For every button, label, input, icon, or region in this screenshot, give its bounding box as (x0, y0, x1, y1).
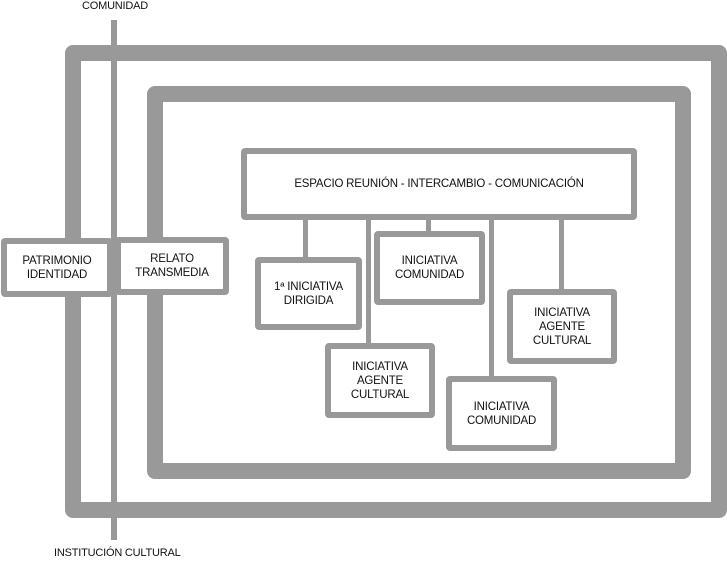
connector-iniciativa-comunidad-2 (489, 216, 494, 378)
relato-transmedia-box: RELATO TRANSMEDIA (115, 237, 229, 295)
iniciativa-dirigida-box: 1ª INICIATIVA DIRIGIDA (255, 257, 362, 330)
espacio-reunion-box: ESPACIO REUNIÓN - INTERCAMBIO - COMUNICA… (241, 148, 637, 220)
connector-iniciativa-comunidad-1 (426, 216, 431, 235)
institucion-cultural-label: INSTITUCIÓN CULTURAL (54, 547, 181, 559)
iniciativa-agente-cultural-box-2: INICIATIVA AGENTE CULTURAL (507, 289, 617, 364)
connector-iniciativa-agente-1 (366, 216, 371, 346)
iniciativa-agente-cultural-box-1: INICIATIVA AGENTE CULTURAL (325, 343, 435, 418)
connector-iniciativa-agente-2 (559, 216, 564, 293)
axis-line (111, 20, 117, 540)
iniciativa-comunidad-box-2: INICIATIVA COMUNIDAD (446, 376, 557, 451)
iniciativa-comunidad-box-1: INICIATIVA COMUNIDAD (374, 231, 485, 305)
comunidad-label: COMUNIDAD (82, 0, 149, 12)
connector-iniciativa-dirigida (303, 216, 308, 261)
patrimonio-identidad-box: PATRIMONIO IDENTIDAD (1, 238, 113, 297)
